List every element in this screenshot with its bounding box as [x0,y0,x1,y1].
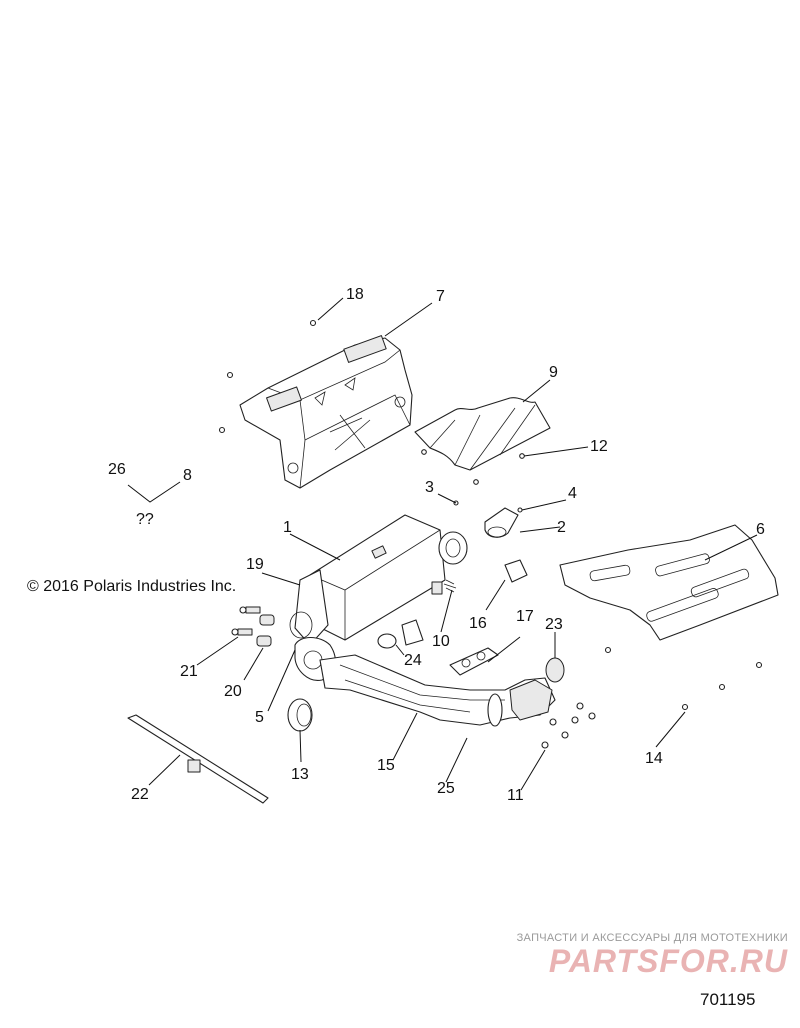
head-pipe [319,654,556,727]
screw-part-12b [473,479,479,485]
leader-lines [127,297,758,791]
spring-part-10 [443,579,457,593]
screw-set-part-7 [218,319,317,434]
callout-labels: 1 2 3 4 5 6 7 8 9 10 11 12 13 14 15 16 1… [108,286,765,804]
callout-15: 15 [377,757,395,774]
callout-24: 24 [404,652,422,669]
callout-17: 17 [516,608,534,625]
watermark: ЗАПЧАСТИ И АКСЕССУАРЫ ДЛЯ МОТОТЕХНИКИ PA… [488,932,788,978]
screw-part-12c [519,453,525,459]
callout-22: 22 [131,786,149,803]
exhaust-tip-part-2 [484,507,519,538]
callout-10: 10 [432,633,450,650]
callout-unknown: ?? [136,511,154,528]
callout-3: 3 [425,479,434,496]
grommet-part-16 [504,559,528,583]
gasket-part-17 [449,647,499,676]
drawing-number: 701195 [700,990,756,1009]
callout-1: 1 [283,519,292,536]
muffler-mount-bracket [431,581,443,595]
callout-6: 6 [756,521,765,538]
callout-18: 18 [346,286,364,303]
callout-26: 26 [108,461,126,478]
callout-16: 16 [469,615,487,632]
grommet-part-24-mount [401,619,424,646]
callout-14: 14 [645,750,663,767]
callout-4: 4 [568,485,577,502]
springs-part-20 [256,614,275,647]
screw-part-4 [517,507,523,513]
cable-tie-part-22 [127,714,269,804]
heat-shield-lower [559,524,779,641]
bolt-set-part-11 [541,702,596,749]
gasket-part-24 [377,633,397,649]
callout-8: 8 [183,467,192,484]
grommet-part-13 [287,698,313,732]
clamp-part-23 [545,657,565,683]
copyright-notice: © 2016 Polaris Industries Inc. [27,578,237,595]
heat-shield-corrugated [414,397,551,471]
callout-25: 25 [437,780,455,797]
callout-19: 19 [246,556,264,573]
screw-part-12a [421,449,427,455]
callout-11: 11 [507,787,524,804]
muffler [289,514,468,646]
callout-5: 5 [255,709,264,726]
callout-23: 23 [545,616,563,633]
callout-21: 21 [180,663,198,680]
muffler-spring-clip [371,545,387,559]
callout-20: 20 [224,683,242,700]
callout-13: 13 [291,766,309,783]
screw-set-part-14 [604,646,763,711]
watermark-tagline: ЗАПЧАСТИ И АКСЕССУАРЫ ДЛЯ МОТОТЕХНИКИ [516,932,788,944]
callout-7: 7 [436,288,445,305]
callout-2: 2 [557,519,566,536]
callout-12: 12 [590,438,608,455]
callout-9: 9 [549,364,558,381]
bolts-part-21 [231,606,261,636]
watermark-logo: PARTSFOR.RU [548,943,788,979]
heat-shield-upper [239,335,413,489]
